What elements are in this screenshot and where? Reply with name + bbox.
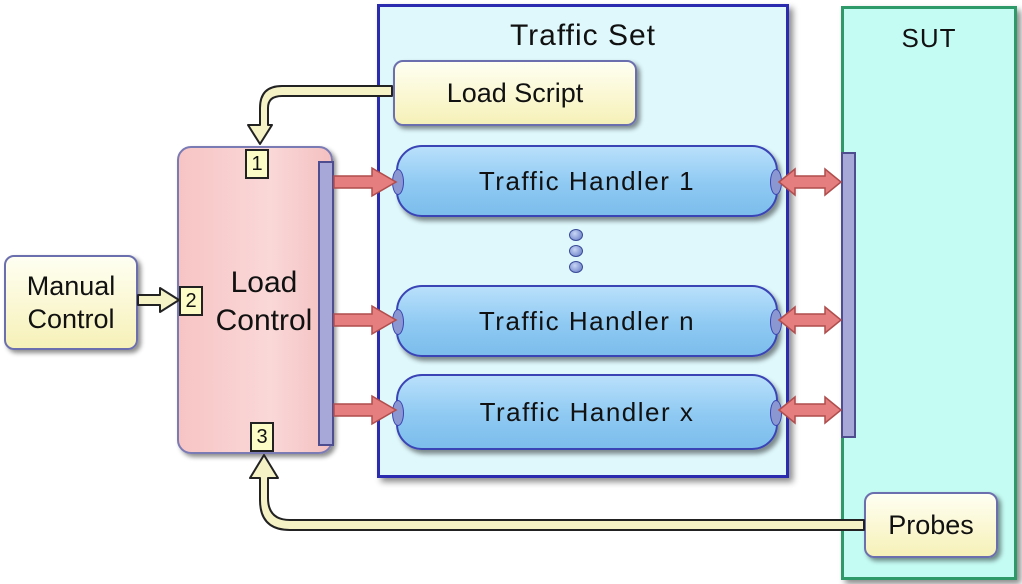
traffic-handler-x-label: Traffic Handler x xyxy=(479,396,695,427)
handler-left-cap xyxy=(392,400,404,426)
bus-to-handler-x-arrow xyxy=(333,394,398,426)
ellipsis-dot xyxy=(569,245,583,257)
ellipsis-dot xyxy=(569,261,583,273)
traffic-handler-n-label: Traffic Handler n xyxy=(478,305,696,336)
bus-to-handler-1-arrow xyxy=(333,166,398,198)
port-3-label: 3 xyxy=(250,422,274,452)
load-script-box: Load Script xyxy=(393,60,637,126)
handler-x-sut-double-arrow xyxy=(777,395,843,425)
probes-label: Probes xyxy=(888,509,974,540)
traffic-handler-1: Traffic Handler 1 xyxy=(392,145,782,217)
handler-right-cap xyxy=(770,400,782,426)
port-2-label: 2 xyxy=(179,286,203,316)
handler-1-sut-double-arrow xyxy=(777,167,843,197)
ellipsis-dot xyxy=(569,229,583,241)
traffic-handler-n: Traffic Handler n xyxy=(392,285,782,357)
sut-title: SUT xyxy=(901,23,957,53)
manual-control-label: Manual Control xyxy=(26,271,116,334)
handler-n-sut-double-arrow xyxy=(777,305,843,335)
bus-to-handler-n-arrow xyxy=(333,304,398,336)
traffic-handler-1-label: Traffic Handler 1 xyxy=(478,165,696,196)
traffic-handler-x: Traffic Handler x xyxy=(392,374,782,450)
load-script-to-port-1-arrow xyxy=(247,85,393,145)
sut-interface-bus xyxy=(841,152,856,438)
load-control-output-bus xyxy=(318,161,334,446)
load-control-box: Load Control xyxy=(177,146,333,454)
probes-box: Probes xyxy=(864,492,998,558)
load-control-label: Load Control xyxy=(215,266,313,337)
manual-control-box: Manual Control xyxy=(4,255,138,350)
probes-to-port-3-arrow xyxy=(249,454,865,531)
manual-control-to-port-2-arrow xyxy=(137,287,180,313)
traffic-set-title: Traffic Set xyxy=(509,19,657,52)
port-1-label: 1 xyxy=(245,149,269,179)
sut-container: SUT xyxy=(841,6,1017,580)
load-script-label: Load Script xyxy=(446,77,584,108)
